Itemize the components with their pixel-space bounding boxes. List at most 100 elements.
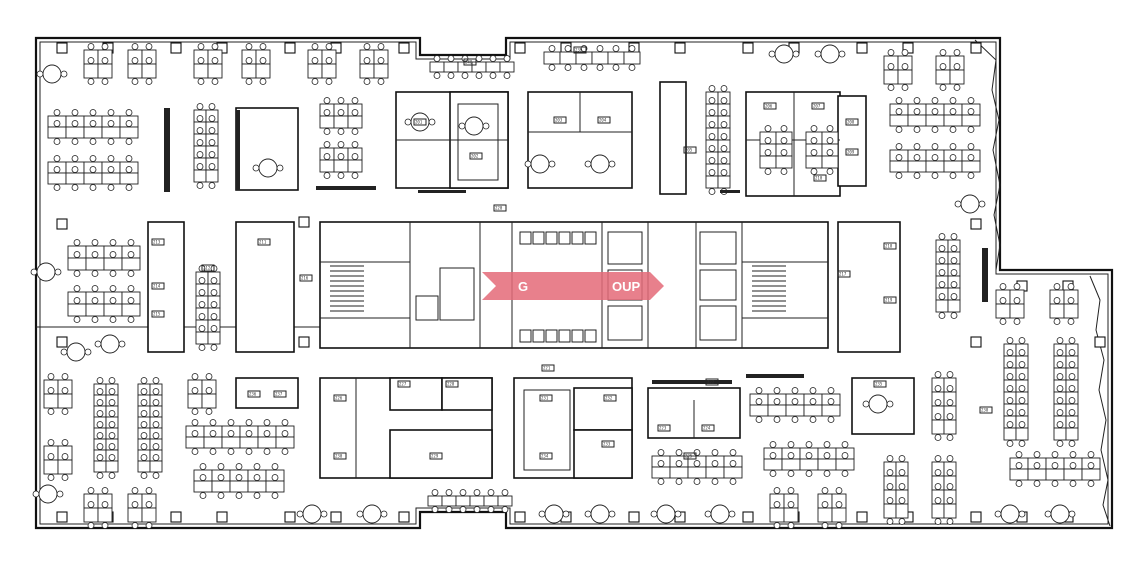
room-tag-box	[701, 424, 715, 432]
chair	[61, 439, 69, 446]
chair	[447, 55, 455, 62]
chair	[898, 483, 906, 490]
room-tag-box	[813, 174, 827, 182]
chair	[950, 257, 958, 264]
desk	[85, 257, 105, 271]
chair	[720, 145, 728, 152]
desk	[1003, 427, 1017, 441]
chair	[94, 340, 102, 348]
chair	[196, 103, 204, 110]
chair	[351, 128, 359, 135]
chair	[657, 460, 665, 467]
chair	[109, 270, 117, 277]
desk	[723, 466, 743, 479]
desk	[1081, 468, 1101, 481]
desk	[43, 459, 59, 475]
stall	[584, 329, 597, 343]
stall	[519, 329, 532, 343]
hatched-partition	[746, 374, 804, 378]
room-number: 240	[465, 60, 473, 65]
chair	[755, 398, 763, 405]
chair	[87, 43, 95, 50]
chair	[356, 510, 364, 518]
column	[56, 336, 68, 348]
chair	[199, 474, 207, 481]
chair	[967, 97, 975, 104]
desk	[767, 404, 787, 417]
chair	[89, 138, 97, 145]
chair	[886, 483, 894, 490]
chair	[954, 200, 962, 208]
chair	[913, 154, 921, 161]
desk	[319, 159, 335, 173]
chair	[999, 297, 1007, 304]
chair	[949, 97, 957, 104]
chair	[787, 452, 795, 459]
column	[856, 42, 868, 54]
chair	[953, 49, 961, 56]
chair	[131, 78, 139, 85]
chair	[351, 109, 359, 116]
chair	[145, 43, 153, 50]
chair	[791, 387, 799, 394]
chair	[1018, 397, 1026, 404]
conference-table-frame	[523, 389, 571, 471]
room-tag-box	[445, 380, 459, 388]
desk	[121, 303, 141, 317]
chair	[125, 184, 133, 191]
column	[970, 218, 982, 230]
chair	[311, 43, 319, 50]
chair	[1006, 421, 1014, 428]
desk	[455, 495, 471, 507]
chair	[764, 125, 772, 132]
chair	[199, 463, 207, 470]
chair	[61, 408, 69, 415]
chair	[198, 344, 206, 351]
desk	[947, 299, 961, 313]
chair	[245, 419, 253, 426]
chair	[337, 128, 345, 135]
room-number: 210	[815, 176, 823, 181]
room-number: 212	[203, 266, 211, 271]
chair	[209, 419, 217, 426]
chair	[108, 388, 116, 395]
chair	[323, 97, 331, 104]
room-number: 206	[765, 104, 773, 109]
chair	[53, 166, 61, 173]
chair	[895, 143, 903, 150]
enclosed-room	[573, 429, 633, 479]
desk	[93, 460, 107, 473]
chair	[787, 487, 795, 494]
desk	[943, 114, 963, 127]
chair	[939, 63, 947, 70]
room-number: 231	[541, 396, 549, 401]
chair	[276, 164, 284, 172]
chair	[1056, 440, 1064, 447]
chair	[245, 448, 253, 455]
chair	[938, 257, 946, 264]
chair	[934, 385, 942, 392]
chair	[953, 63, 961, 70]
chair	[827, 387, 835, 394]
chair	[934, 413, 942, 420]
chair	[810, 137, 818, 144]
chair	[1087, 451, 1095, 458]
room-tag-box	[539, 394, 553, 402]
chair	[47, 387, 55, 394]
column	[856, 511, 868, 523]
desk	[943, 503, 957, 519]
exterior-wall	[34, 36, 1114, 530]
chair	[54, 268, 62, 276]
desk	[65, 126, 85, 139]
chair	[152, 454, 160, 461]
room-tag-box	[201, 264, 215, 272]
chair	[210, 313, 218, 320]
room-tag-box	[705, 378, 719, 386]
room-number: 235	[875, 382, 883, 387]
room-number: 229	[431, 454, 439, 459]
desk	[835, 458, 855, 471]
room-number: 202	[471, 154, 479, 159]
chair	[628, 64, 636, 71]
round-table	[774, 44, 794, 64]
chair	[263, 430, 271, 437]
